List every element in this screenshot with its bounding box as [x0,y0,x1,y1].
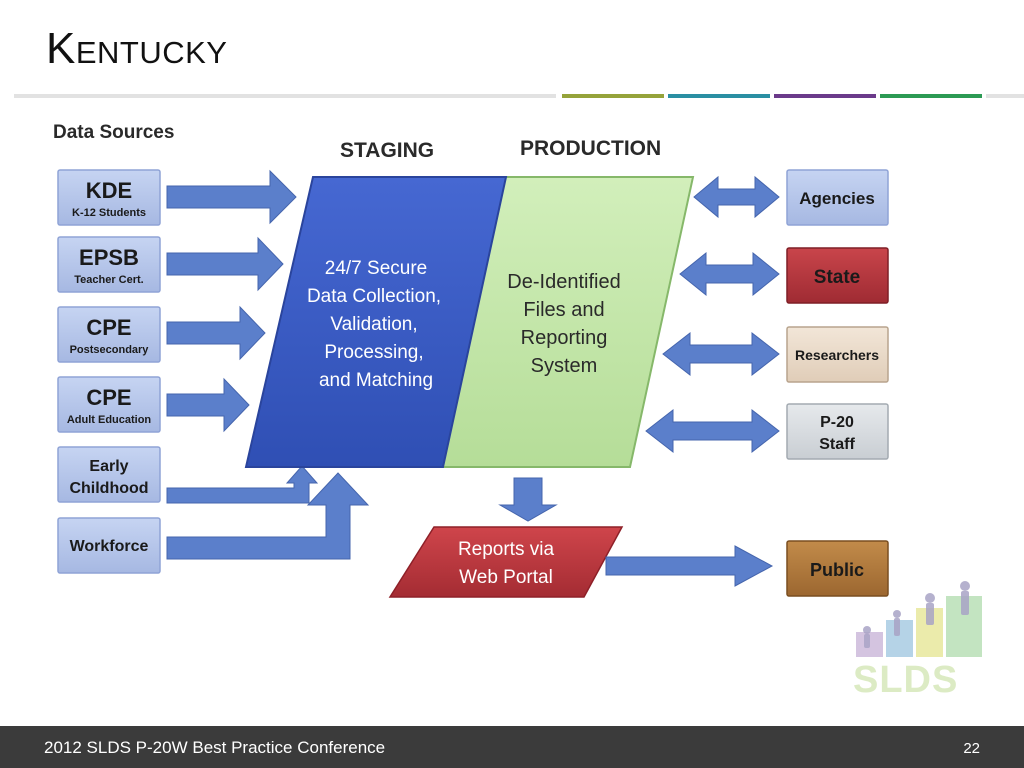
data-flow-diagram: Data Sources STAGING PRODUCTION KDE K-12… [53,122,982,701]
arrow-epsb-to-staging [166,236,284,292]
arrow-cpe-to-staging [166,305,266,361]
source-early-childhood-line1: Early [89,458,128,475]
staging-heading: STAGING [340,139,434,162]
source-cpe-adult-title: CPE [86,385,131,410]
source-kde-subtitle: K-12 Students [72,207,146,219]
portal-line-2: Web Portal [459,567,553,588]
source-epsb: EPSB Teacher Cert. [57,236,161,293]
arrow-early-childhood-to-staging [166,465,319,504]
title-rule-green [880,94,982,98]
slds-logo: SLDS [853,581,982,701]
page-number: 22 [963,740,980,757]
arrow-production-researchers [662,331,780,377]
staging-line-2: Data Collection, [307,286,441,307]
source-kde: KDE K-12 Students [57,169,161,226]
source-cpe-postsecondary: CPE Postsecondary [57,306,161,363]
staging-line-1: 24/7 Secure [325,258,427,279]
footer-conference-text: 2012 SLDS P-20W Best Practice Conference [44,738,386,757]
consumer-public-label: Public [810,560,864,580]
consumer-state-label: State [814,267,860,288]
people-silhouette-icon [863,581,970,648]
data-sources-heading: Data Sources [53,122,174,143]
production-line-1: De-Identified [507,271,620,293]
title-rule-teal [668,94,770,98]
arrow-production-p20-staff [645,408,780,454]
arrow-portal-to-public [605,545,774,587]
source-epsb-title: EPSB [79,245,139,270]
title-rule-gray [14,94,556,98]
title-rule-purple [774,94,876,98]
portal-line-1: Reports via [458,539,555,560]
arrow-workforce-to-staging [166,472,370,560]
staging-line-3: Validation, [330,314,417,335]
arrow-production-to-portal [498,477,558,522]
production-text: De-Identified Files and Reporting System [507,271,620,377]
slds-logo-text: SLDS [853,659,958,701]
title-rule-end [986,94,1024,98]
source-cpe-adult-education: CPE Adult Education [57,376,161,433]
slide-title: Kentucky [46,24,228,73]
production-line-2: Files and [523,299,604,321]
consumer-researchers-label: Researchers [795,347,879,363]
source-early-childhood: Early Childhood [57,446,161,503]
consumer-agencies: Agencies [786,169,889,226]
arrow-production-agencies [693,175,780,219]
source-workforce-label: Workforce [70,538,149,555]
arrow-cpe-adult-to-staging [166,377,250,433]
production-line-4: System [531,355,598,377]
source-kde-title: KDE [86,178,132,203]
staging-line-4: Processing, [324,342,423,363]
web-portal: Reports via Web Portal [388,526,624,598]
source-early-childhood-line2: Childhood [69,480,148,497]
consumer-state: State [786,247,889,304]
consumer-agencies-label: Agencies [799,189,875,208]
staging-text: 24/7 Secure Data Collection, Validation,… [307,258,441,391]
source-cpe-subtitle: Postsecondary [70,344,150,356]
footer: 2012 SLDS P-20W Best Practice Conference… [0,726,1024,768]
consumer-p20-line1: P-20 [820,414,854,431]
consumer-public: Public [786,540,889,597]
staging-line-5: and Matching [319,370,433,391]
production-line-3: Reporting [521,327,608,349]
consumer-researchers: Researchers [786,326,889,383]
source-epsb-subtitle: Teacher Cert. [74,274,144,286]
source-cpe-adult-subtitle: Adult Education [67,414,152,426]
consumer-p20-staff: P-20 Staff [786,403,889,460]
source-cpe-title: CPE [86,315,131,340]
title-rule-olive [562,94,664,98]
consumer-p20-line2: Staff [819,436,855,453]
production-heading: PRODUCTION [520,137,661,160]
arrow-kde-to-staging [166,169,297,225]
arrow-production-state [679,251,780,297]
staging-system [244,176,508,468]
source-workforce: Workforce [57,517,161,574]
